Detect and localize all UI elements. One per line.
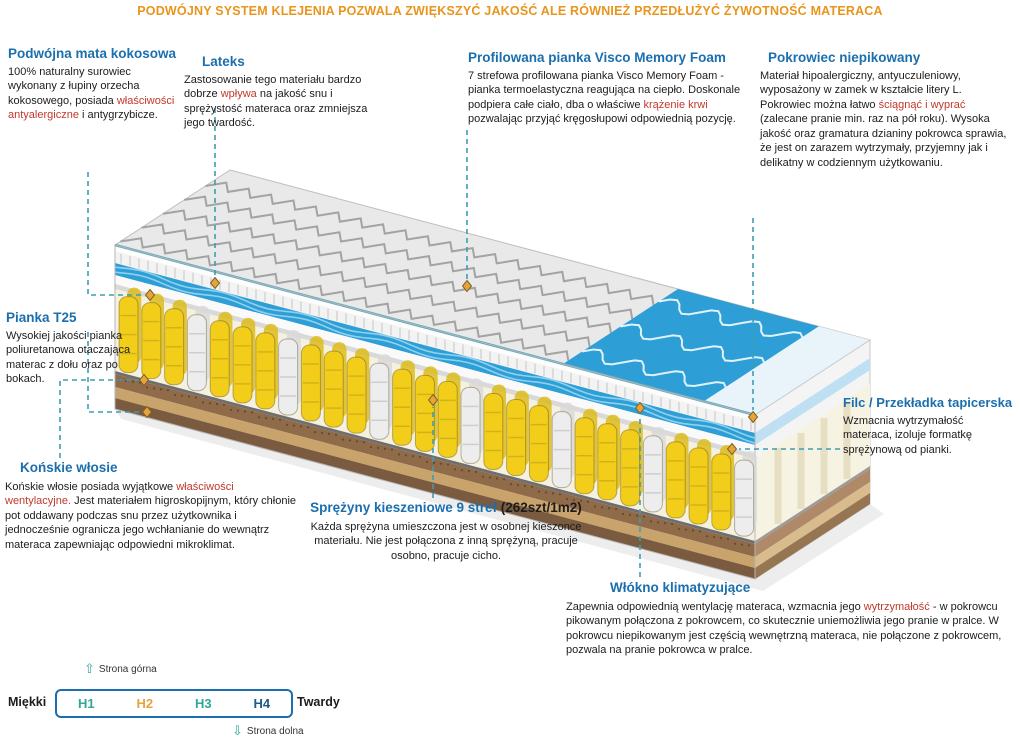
annotation-lateks-body: Zastosowanie tego materiału bardzo dobrz… xyxy=(184,73,368,130)
hardness-level-h2: H2 xyxy=(136,696,154,711)
annotation-coco-title: Podwójna mata kokosowa xyxy=(8,46,177,61)
annotation-visco: Profilowana pianka Visco Memory Foam 7 s… xyxy=(468,50,750,127)
annotation-sprezyny: Sprężyny kieszeniowe 9 stref (262szt/1m2… xyxy=(294,500,598,563)
annotation-sprezyny-body: Każda sprężyna umieszczona jest w osobne… xyxy=(310,520,582,562)
annotation-sprezyny-title: Sprężyny kieszeniowe 9 stref (262szt/1m2… xyxy=(310,500,582,515)
annotation-wlokno-body: Zapewnia odpowiednią wentylację materaca… xyxy=(566,600,1002,657)
annotation-visco-body: 7 strefowa profilowana pianka Visco Memo… xyxy=(468,69,741,126)
scale-hard-label: Twardy xyxy=(297,695,340,709)
scale-soft-label: Miękki xyxy=(8,695,47,709)
hardness-level-h1: H1 xyxy=(77,696,95,711)
arrow-down-icon: ⇩ xyxy=(232,723,243,738)
mattress-end-face xyxy=(754,339,871,580)
annotation-visco-title: Profilowana pianka Visco Memory Foam xyxy=(468,50,726,65)
mattress-top-surface xyxy=(113,169,872,416)
annotation-pokrowiec-title: Pokrowiec niepikowany xyxy=(768,50,921,65)
page-title: PODWÓJNY SYSTEM KLEJENIA POZWALA ZWIĘKSZ… xyxy=(137,4,883,18)
scale-bottom-side: ⇩Strona dolna xyxy=(232,723,304,739)
hardness-level-h4: H4 xyxy=(253,696,271,711)
hardness-scale: ⇧Strona górna Miękki H1 H2 H3 H4 Twardy … xyxy=(0,655,340,740)
annotation-coco-body: 100% naturalny surowiec wykonany z łupin… xyxy=(8,65,175,122)
annotation-wlokno-title: Włókno klimatyzujące xyxy=(610,580,751,595)
annotation-konskie-title: Końskie włosie xyxy=(20,460,118,475)
annotation-lateks: Lateks Zastosowanie tego materiału bardz… xyxy=(184,54,376,131)
scale-top-label: Strona górna xyxy=(98,664,157,675)
annotation-filc-title: Filc / Przekładka tapicerska xyxy=(843,395,1013,410)
hardness-level-h3: H3 xyxy=(194,696,212,711)
scale-top-side: ⇧Strona górna xyxy=(84,661,157,677)
annotation-filc: Filc / Przekładka tapicerska Wzmacnia wy… xyxy=(843,395,1019,457)
annotation-pianka-t25-body: Wysokiej jakości pianka poliuretanowa ot… xyxy=(6,329,131,386)
annotation-pianka-t25: Pianka T25 Wysokiej jakości pianka poliu… xyxy=(6,310,158,387)
annotation-coco: Podwójna mata kokosowa 100% naturalny su… xyxy=(8,46,180,123)
annotation-wlokno: Włókno klimatyzujące Zapewnia odpowiedni… xyxy=(566,580,1012,658)
annotation-konskie-body: Końskie włosie posiada wyjątkowe właściw… xyxy=(5,480,297,551)
annotation-konskie: Końskie włosie Końskie włosie posiada wy… xyxy=(5,460,297,552)
annotation-pokrowiec: Pokrowiec niepikowany Materiał hipoalerg… xyxy=(760,50,1010,170)
leader-lines xyxy=(59,108,840,577)
arrow-up-icon: ⇧ xyxy=(84,661,95,676)
annotation-filc-body: Wzmacnia wytrzymałość materaca, izoluje … xyxy=(843,414,972,456)
annotation-pianka-t25-title: Pianka T25 xyxy=(6,310,77,325)
pocket-springs xyxy=(118,287,757,537)
annotation-pokrowiec-body: Materiał hipoalergiczny, antyuczuleniowy… xyxy=(760,69,1007,169)
scale-bottom-label: Strona dolna xyxy=(246,726,304,737)
annotation-lateks-title: Lateks xyxy=(202,54,245,69)
hardness-levels-box: H1 H2 H3 H4 xyxy=(55,689,293,718)
